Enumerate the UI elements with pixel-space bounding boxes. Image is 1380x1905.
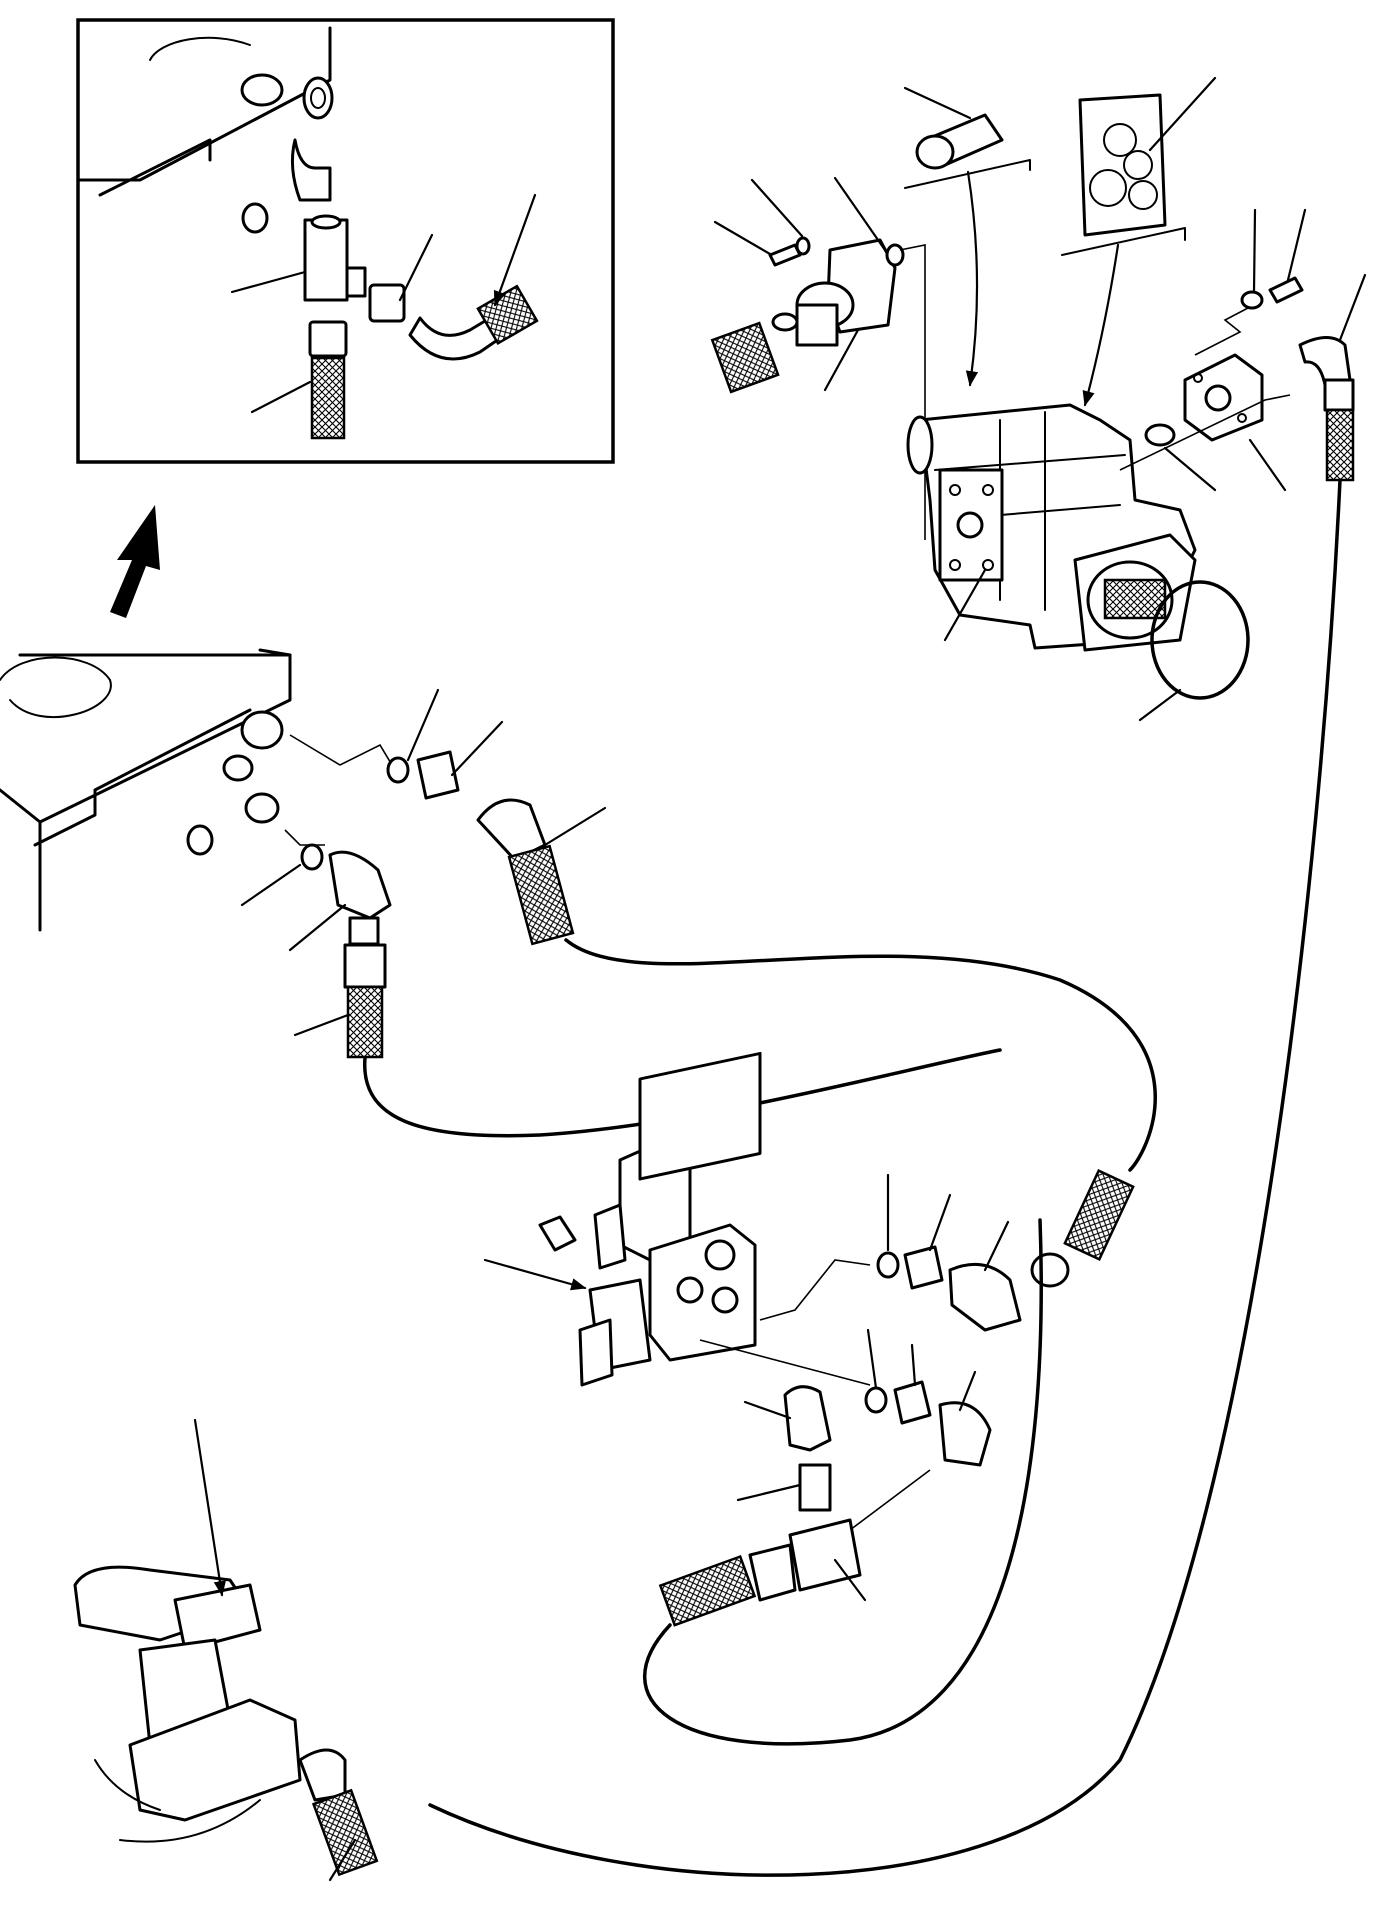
inset-adapter — [368, 283, 406, 323]
return-hose — [564, 938, 1157, 1172]
detail-inset — [76, 18, 615, 464]
breather-fitting — [903, 86, 1031, 189]
flange-oring-2 — [1144, 423, 1176, 447]
detail-arrow-icon — [110, 505, 160, 618]
valve-lower-fittings — [699, 1328, 992, 1531]
inset-tank-port — [240, 73, 284, 107]
inset-elbow — [290, 138, 332, 202]
gear-pump — [906, 403, 1250, 722]
return-line-fittings — [289, 688, 607, 946]
inset-tee-fitting — [303, 218, 349, 302]
tank-elbow-hose — [240, 829, 392, 1059]
inset-hose — [310, 356, 346, 440]
control-valve — [483, 1051, 762, 1387]
inset-tank-edge — [76, 26, 332, 182]
flange-oring — [885, 243, 905, 267]
inset-frame — [76, 18, 615, 464]
pressure-hose — [428, 478, 1342, 1877]
relief-tee-assembly — [658, 1385, 867, 1627]
seal-kit-card — [1061, 76, 1217, 256]
pressure-flange — [1119, 208, 1367, 492]
suction-flange — [710, 176, 926, 540]
steering-cylinder — [73, 1418, 379, 1882]
valve-upper-fittings — [759, 1169, 1135, 1332]
suction-hose — [363, 1048, 1002, 1138]
gauge-hose — [642, 1218, 1043, 1746]
hydraulic-tank — [0, 648, 292, 932]
pump-oring — [1150, 580, 1250, 700]
